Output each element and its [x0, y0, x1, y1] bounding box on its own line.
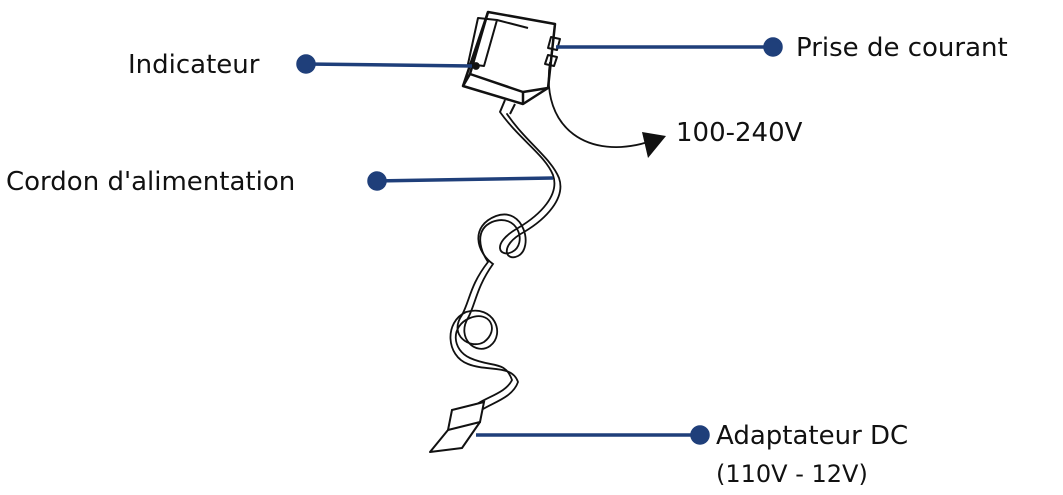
outlet-leader-dot: [763, 37, 783, 57]
indicator-label: Indicateur: [128, 50, 260, 80]
power-adapter-block: [461, 10, 561, 115]
adapter-leader-dot: [690, 425, 710, 445]
leader-lines: [296, 37, 783, 445]
cord-leader-line: [376, 176, 554, 183]
dc-adapter-rating-label: (110V - 12V): [716, 460, 868, 488]
power-outlet-label: Prise de courant: [796, 33, 1008, 63]
cord-leader-dot: [367, 171, 387, 191]
power-cord-label: Cordon d'alimentation: [6, 167, 296, 197]
power-cord-drawing: [429, 111, 562, 453]
indicator-leader-dot: [296, 54, 316, 74]
voltage-arrow: [547, 61, 666, 158]
indicator-light: [472, 62, 480, 70]
arrowhead-icon: [642, 132, 666, 158]
voltage-input-label: 100-240V: [676, 118, 803, 148]
indicator-leader-line: [305, 62, 473, 68]
dc-adapter-label: Adaptateur DC: [716, 421, 909, 451]
